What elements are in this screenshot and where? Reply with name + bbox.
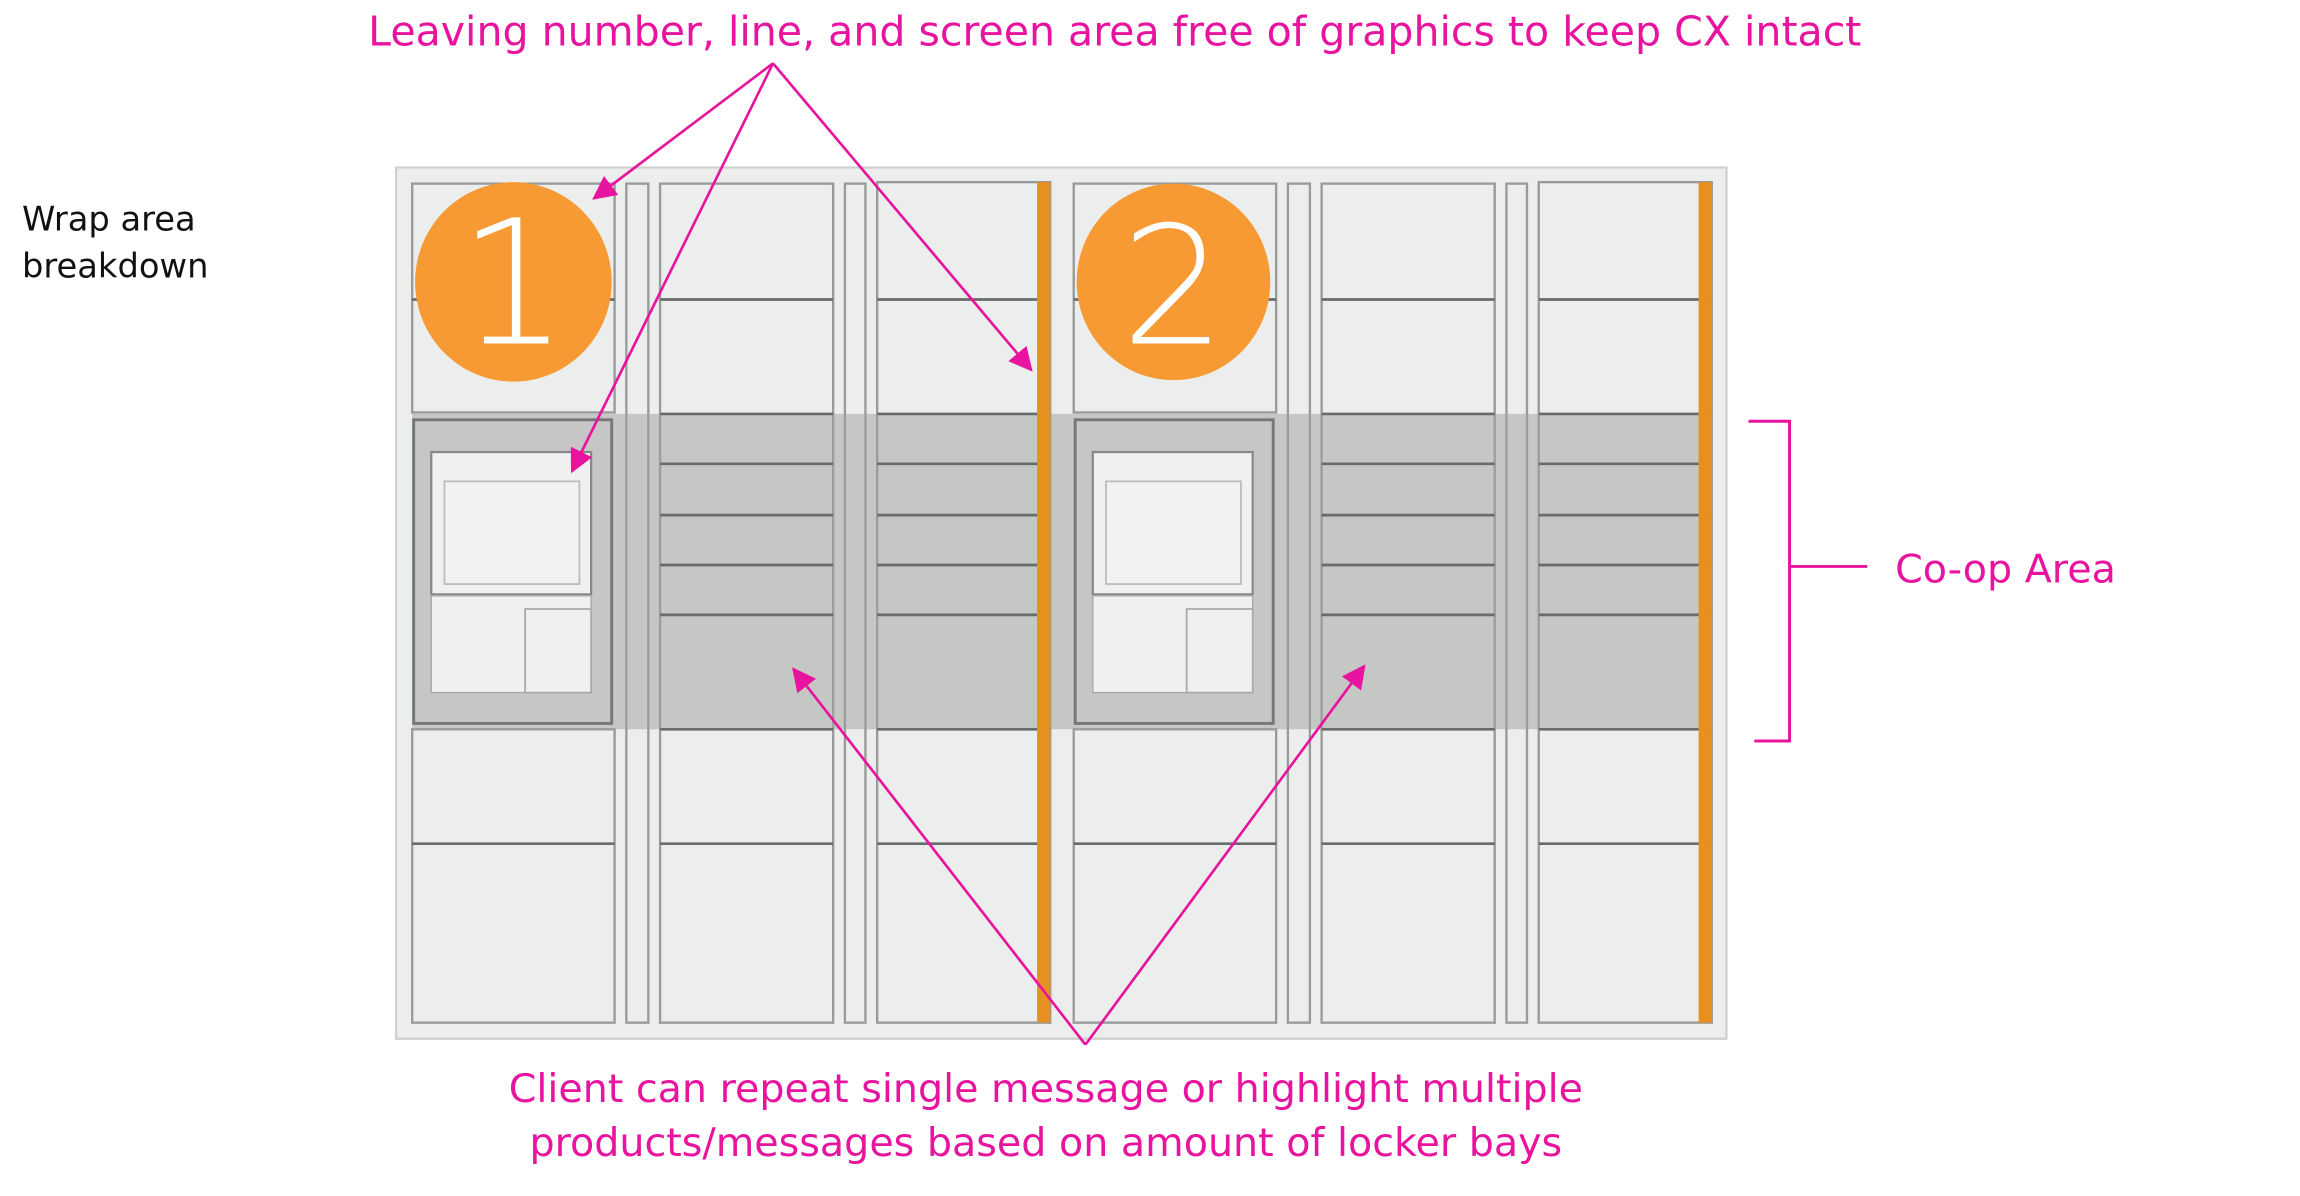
unit-number: 2 [1121, 192, 1226, 383]
locker-unit-1 [411, 180, 1052, 1024]
orange-strip [1698, 182, 1712, 1023]
unit-number-badge-1: 1 [415, 182, 612, 385]
unit-number: 1 [458, 183, 568, 385]
side-title-line2: breakdown [22, 246, 208, 285]
coop-area-label: Co-op Area [1895, 547, 2116, 593]
bottom-annotation-line2: products/messages based on amount of loc… [529, 1120, 1562, 1166]
side-title-line1: Wrap area [22, 200, 196, 239]
unit-number-badge-2: 2 [1076, 183, 1271, 383]
coop-band [412, 413, 1712, 730]
bottom-annotation-line1: Client can repeat single message or high… [509, 1066, 1583, 1112]
callout-arrows [570, 62, 1366, 1046]
top-annotation: Leaving number, line, and screen area fr… [368, 8, 1861, 56]
coop-bracket [1748, 419, 1868, 743]
orange-strip [1037, 182, 1051, 1023]
kiosk-screen-panel [412, 418, 614, 725]
